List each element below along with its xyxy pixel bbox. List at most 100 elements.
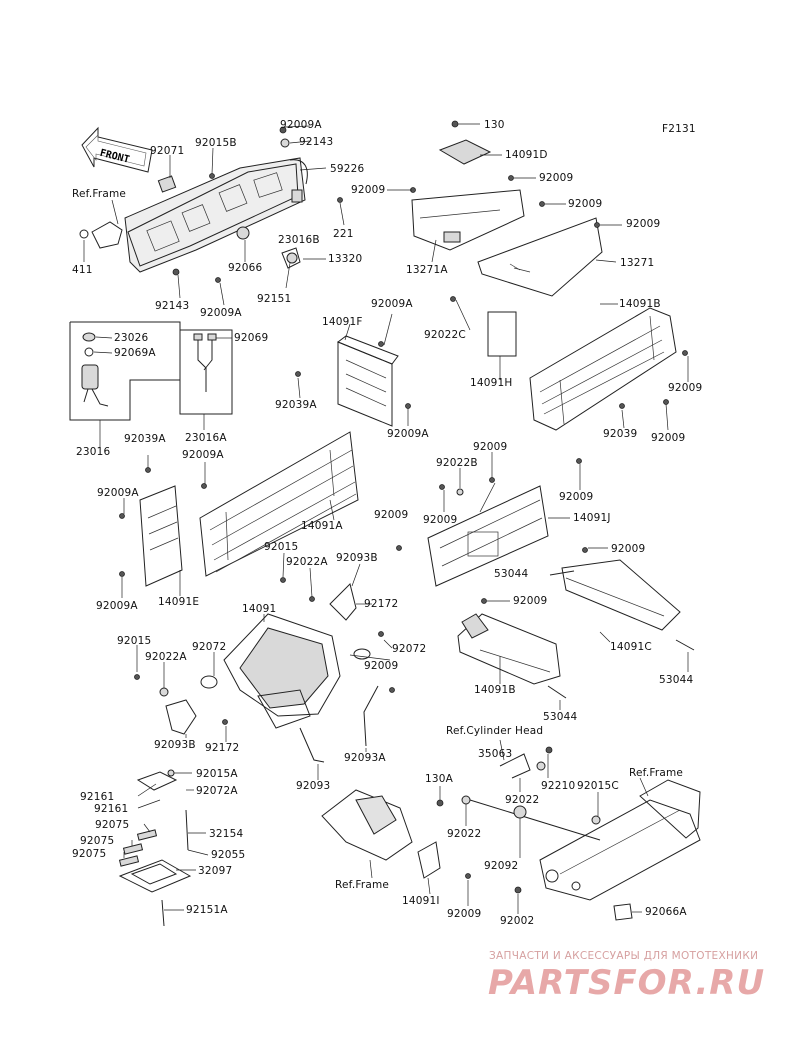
part-label: 130A bbox=[425, 773, 454, 785]
part-label: 53044 bbox=[543, 711, 578, 723]
part-label: 92015B bbox=[195, 137, 237, 149]
part-label: 92009A bbox=[200, 307, 242, 319]
part-label: 92015C bbox=[577, 780, 619, 792]
panel-14091G bbox=[450, 296, 688, 464]
part-label: 92172 bbox=[364, 598, 399, 610]
part-label: 14091D bbox=[505, 149, 548, 161]
part-label: 92022 bbox=[447, 828, 482, 840]
part-label: 92022 bbox=[505, 794, 540, 806]
panel-14091E bbox=[119, 485, 183, 587]
panel-14091C bbox=[549, 547, 695, 651]
part-label: 92072A bbox=[196, 785, 238, 797]
part-label: 14091H bbox=[470, 377, 513, 389]
part-label: 92039A bbox=[275, 399, 317, 411]
part-label: 14091 bbox=[242, 603, 277, 615]
part-label: 92069A bbox=[114, 347, 156, 359]
panel-14091F bbox=[295, 335, 411, 427]
bulb-socket-group bbox=[69, 321, 233, 421]
part-label: 14091B bbox=[619, 298, 661, 310]
part-label: 92093B bbox=[154, 739, 196, 751]
ref-label: Ref.Frame bbox=[629, 767, 684, 779]
part-label: 35063 bbox=[478, 748, 513, 760]
part-label: 92009 bbox=[651, 432, 686, 444]
part-label: 14091I bbox=[402, 895, 440, 907]
part-label: 92072 bbox=[392, 643, 427, 655]
part-label: 92210 bbox=[541, 780, 576, 792]
part-label: 92039A bbox=[124, 433, 166, 445]
part-label: 92075 bbox=[95, 819, 130, 831]
part-label: 59226 bbox=[330, 163, 365, 175]
part-label: 92075 bbox=[80, 835, 115, 847]
part-label: 14091B bbox=[474, 684, 516, 696]
tray-14091 bbox=[223, 577, 395, 763]
panel-14091B bbox=[457, 598, 567, 699]
part-label: 92015A bbox=[196, 768, 238, 780]
ref-label: Ref.Frame bbox=[335, 879, 390, 891]
part-label: 92072 bbox=[192, 641, 227, 653]
part-label: 14091C bbox=[610, 641, 652, 653]
part-label: 92161 bbox=[80, 791, 115, 803]
part-label: 92009 bbox=[611, 543, 646, 555]
part-label: 53044 bbox=[659, 674, 694, 686]
plates-13271 bbox=[410, 120, 603, 297]
part-label: 92015 bbox=[264, 541, 299, 553]
front-arrow-icon bbox=[81, 126, 153, 173]
seat-lock-group bbox=[118, 769, 192, 927]
leader-lines bbox=[83, 123, 689, 914]
part-label: 92009 bbox=[568, 198, 603, 210]
part-label: 92009 bbox=[668, 382, 703, 394]
part-label: 92066 bbox=[228, 262, 263, 274]
bracket-92093B bbox=[134, 674, 228, 735]
part-label: 13271A bbox=[406, 264, 448, 276]
panel-14091J bbox=[396, 477, 549, 587]
part-label: 92009 bbox=[364, 660, 399, 672]
part-label: 92093 bbox=[296, 780, 331, 792]
part-label: 92066A bbox=[645, 906, 687, 918]
part-label: 92009 bbox=[559, 491, 594, 503]
part-label: 411 bbox=[72, 264, 93, 276]
part-label: 13271 bbox=[620, 257, 655, 269]
part-label: 221 bbox=[333, 228, 354, 240]
part-label: 32154 bbox=[209, 828, 244, 840]
part-label: 92009A bbox=[387, 428, 429, 440]
part-label: 92009 bbox=[423, 514, 458, 526]
part-label: 32097 bbox=[198, 865, 233, 877]
part-label: 92002 bbox=[500, 915, 535, 927]
part-label: 92009 bbox=[539, 172, 574, 184]
watermark-tagline: ЗАПЧАСТИ И АКСЕССУАРЫ ДЛЯ МОТОТЕХНИКИ bbox=[489, 950, 759, 962]
part-label: 92172 bbox=[205, 742, 240, 754]
panel-14091A bbox=[145, 431, 359, 577]
part-label: 92039 bbox=[603, 428, 638, 440]
part-label: 92161 bbox=[94, 803, 129, 815]
part-label: 92022C bbox=[424, 329, 466, 341]
figure-code: F2131 bbox=[662, 123, 696, 135]
part-label: 14091E bbox=[158, 596, 200, 608]
part-label: 92069 bbox=[234, 332, 269, 344]
part-label: 130 bbox=[484, 119, 505, 131]
part-label: 92009A bbox=[97, 487, 139, 499]
part-label: 92075 bbox=[72, 848, 107, 860]
part-label: 92009A bbox=[371, 298, 413, 310]
part-label: 92151 bbox=[257, 293, 292, 305]
part-label: 13320 bbox=[328, 253, 363, 265]
part-label: 92151A bbox=[186, 904, 228, 916]
part-label: 53044 bbox=[494, 568, 529, 580]
front-panel-assembly bbox=[79, 126, 343, 283]
part-label: 14091F bbox=[322, 316, 363, 328]
part-label: 14091A bbox=[301, 520, 343, 532]
part-label: 92022A bbox=[145, 651, 187, 663]
part-label: 92009 bbox=[374, 509, 409, 521]
part-label: 92009 bbox=[447, 908, 482, 920]
part-label: 92143 bbox=[299, 136, 334, 148]
part-label: 92009A bbox=[182, 449, 224, 461]
part-label: 23016A bbox=[185, 432, 227, 444]
part-label: 23016 bbox=[76, 446, 111, 458]
part-label: 92015 bbox=[117, 635, 152, 647]
part-label: 23016B bbox=[278, 234, 320, 246]
frame-rail bbox=[321, 789, 471, 879]
ref-label: Ref.Frame bbox=[72, 188, 127, 200]
part-label: 23026 bbox=[114, 332, 149, 344]
part-label: 14091J bbox=[573, 512, 611, 524]
part-label: 92071 bbox=[150, 145, 185, 157]
